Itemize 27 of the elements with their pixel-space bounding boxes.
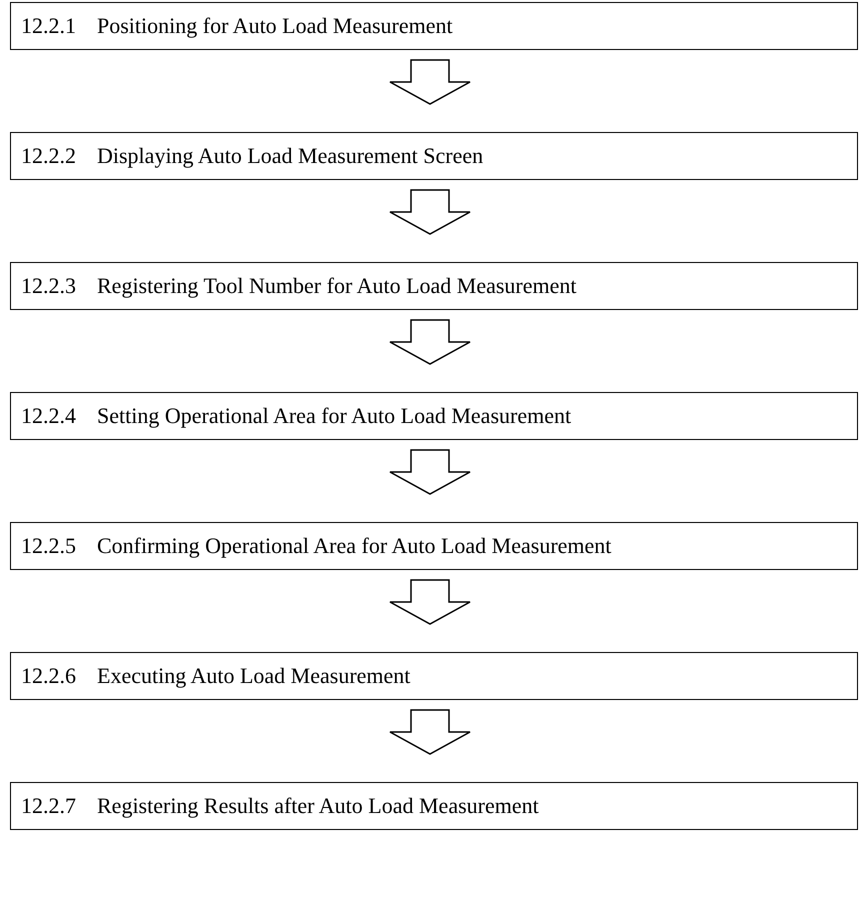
step-number: 12.2.5 xyxy=(21,533,76,559)
step-title: Setting Operational Area for Auto Load Measurement xyxy=(97,403,572,429)
block-arrow xyxy=(389,579,471,625)
step-title: Registering Results after Auto Load Measurement xyxy=(97,793,539,819)
block-arrow xyxy=(389,449,471,495)
step-box xyxy=(10,392,858,440)
step-box xyxy=(10,782,858,830)
step-title: Executing Auto Load Measurement xyxy=(97,663,410,689)
step-title: Displaying Auto Load Measurement Screen xyxy=(97,143,484,169)
step-number: 12.2.4 xyxy=(21,403,76,429)
step-title: Positioning for Auto Load Measurement xyxy=(97,13,453,39)
step-box xyxy=(10,652,858,700)
step-number: 12.2.1 xyxy=(21,13,76,39)
block-arrow xyxy=(389,319,471,365)
step-box xyxy=(10,262,858,310)
step-box xyxy=(10,2,858,50)
step-title: Registering Tool Number for Auto Load Measurement xyxy=(97,273,577,299)
block-arrow xyxy=(389,189,471,235)
step-title: Confirming Operational Area for Auto Load Measurement xyxy=(97,533,612,559)
block-arrow xyxy=(389,709,471,755)
step-box xyxy=(10,522,858,570)
block-arrow xyxy=(389,59,471,105)
step-number: 12.2.7 xyxy=(21,793,76,819)
step-number: 12.2.3 xyxy=(21,273,76,299)
step-number: 12.2.6 xyxy=(21,663,76,689)
step-number: 12.2.2 xyxy=(21,143,76,169)
step-box xyxy=(10,132,858,180)
